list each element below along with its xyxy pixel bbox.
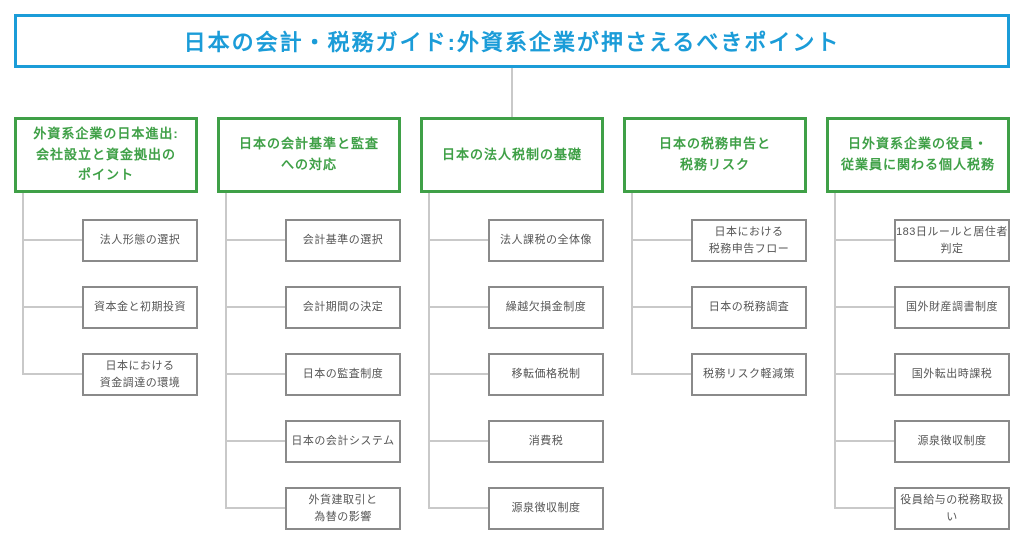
connector-line <box>834 373 895 375</box>
child-node: 外貨建取引と 為替の影響 <box>285 487 401 530</box>
child-node: 源泉徴収制度 <box>894 420 1010 463</box>
connector-line <box>225 239 285 241</box>
connector-line <box>428 507 488 509</box>
child-node: 消費税 <box>488 420 604 463</box>
connector-line <box>834 193 836 509</box>
child-node: 移転価格税制 <box>488 353 604 396</box>
branch-node: 日本の法人税制の基礎 <box>420 117 604 193</box>
connector-line <box>834 306 895 308</box>
connector-line <box>428 239 488 241</box>
child-node: 法人課税の全体像 <box>488 219 604 262</box>
branch-node: 日本の税務申告と 税務リスク <box>623 117 807 193</box>
child-node: 資本金と初期投資 <box>82 286 198 329</box>
connector-line <box>22 306 82 308</box>
child-node: 源泉徴収制度 <box>488 487 604 530</box>
child-node: 日本における 税務申告フロー <box>691 219 807 262</box>
connector-line <box>428 193 430 509</box>
branch-node: 外資系企業の日本進出: 会社設立と資金拠出の ポイント <box>14 117 198 193</box>
connector-line <box>225 306 285 308</box>
child-node: 日本の会計システム <box>285 420 401 463</box>
branch-node: 日本の会計基準と監査 への対応 <box>217 117 401 193</box>
connector-line <box>22 239 82 241</box>
connector-line <box>225 440 285 442</box>
child-node: 日本の監査制度 <box>285 353 401 396</box>
connector-line <box>631 306 692 308</box>
chart-title: 日本の会計・税務ガイド:外資系企業が押さえるべきポイント <box>14 14 1010 68</box>
child-node: 会計基準の選択 <box>285 219 401 262</box>
connector-line <box>834 239 895 241</box>
child-node: 日本の税務調査 <box>691 286 807 329</box>
connector-line <box>225 193 227 509</box>
child-node: 法人形態の選択 <box>82 219 198 262</box>
child-node: 日本における 資金調達の環境 <box>82 353 198 396</box>
connector-line <box>834 440 895 442</box>
connector-line <box>428 306 488 308</box>
child-node: 役員給与の税務取扱い <box>894 487 1010 530</box>
connector-line <box>225 373 285 375</box>
connector-line <box>22 193 24 375</box>
connector-line <box>511 68 513 117</box>
child-node: 会計期間の決定 <box>285 286 401 329</box>
child-node: 税務リスク軽減策 <box>691 353 807 396</box>
child-node: 国外転出時課税 <box>894 353 1010 396</box>
connector-line <box>631 239 692 241</box>
connector-line <box>225 507 285 509</box>
connector-line <box>631 373 692 375</box>
connector-line <box>834 507 895 509</box>
connector-line <box>428 440 488 442</box>
connector-line <box>428 373 488 375</box>
connector-line <box>631 193 633 375</box>
child-node: 繰越欠損金制度 <box>488 286 604 329</box>
child-node: 国外財産調書制度 <box>894 286 1010 329</box>
child-node: 183日ルールと居住者 判定 <box>894 219 1010 262</box>
branch-node: 日外資系企業の役員・ 従業員に関わる個人税務 <box>826 117 1010 193</box>
connector-line <box>22 373 82 375</box>
